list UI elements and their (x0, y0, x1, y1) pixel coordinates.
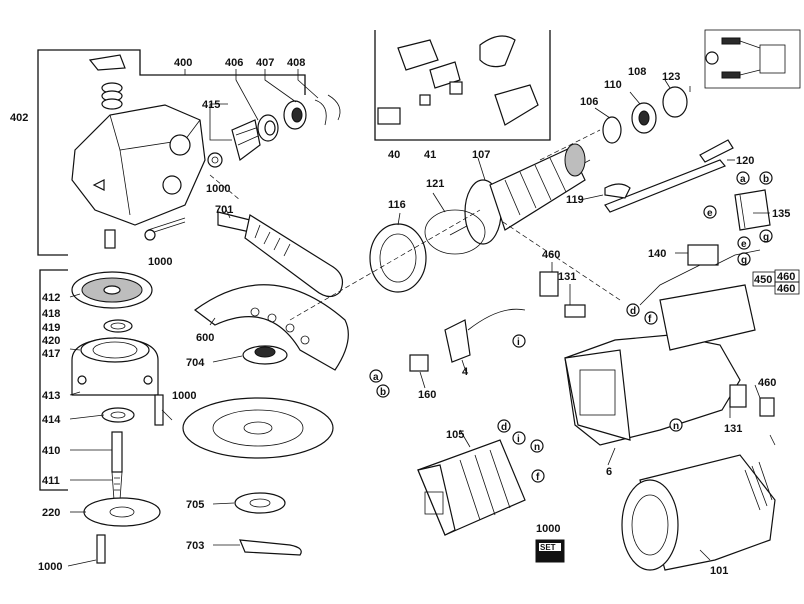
switch-rod (604, 139, 734, 213)
dashed-assembly-axes (209, 129, 621, 321)
label-460-right: 460 (758, 377, 776, 389)
gear-assembly-bracket (39, 269, 68, 491)
label-1000-set: 1000 (536, 523, 560, 535)
service-set-badge: SET (535, 539, 565, 563)
label-412: 412 (42, 292, 60, 304)
label-402: 402 (10, 112, 28, 124)
armature (449, 143, 591, 245)
label-408: 408 (287, 57, 305, 69)
connector-b-cable: b (380, 387, 386, 398)
label-105: 105 (446, 429, 464, 441)
label-406: 406 (225, 57, 243, 69)
armature-bearings (602, 86, 688, 144)
label-417: 417 (42, 348, 60, 360)
power-cable (409, 308, 526, 372)
side-handle (217, 211, 343, 298)
connector-i-cable: i (517, 337, 520, 348)
label-460-box-2: 460 (777, 283, 795, 295)
label-418: 418 (42, 308, 60, 320)
label-108: 108 (628, 66, 646, 78)
label-119: 119 (566, 194, 584, 206)
label-400: 400 (174, 57, 192, 69)
gear-housing-bracket (37, 49, 68, 256)
wheel-guard (193, 284, 349, 371)
label-1000-pinion: 1000 (206, 183, 230, 195)
label-116: 116 (388, 199, 406, 211)
label-420: 420 (42, 335, 60, 347)
label-131-right: 131 (724, 423, 742, 435)
seal-ring-and-baffle (369, 209, 486, 293)
label-131-left: 131 (558, 271, 576, 283)
label-41: 41 (424, 149, 436, 161)
connector-n-stator: n (534, 442, 540, 453)
leader-lines (67, 69, 776, 567)
label-414: 414 (42, 414, 61, 426)
label-135: 135 (772, 208, 790, 220)
terminal-blocks (539, 271, 775, 417)
motor-cover (621, 454, 776, 571)
label-704: 704 (186, 357, 205, 369)
label-106: 106 (580, 96, 598, 108)
label-419: 419 (42, 322, 60, 334)
label-160: 160 (418, 389, 436, 401)
disc-and-spanner (182, 345, 334, 556)
label-40: 40 (388, 149, 400, 161)
label-415: 415 (202, 99, 220, 111)
connector-g-switch: g (763, 232, 769, 243)
label-121: 121 (426, 178, 444, 190)
connector-f-wire: f (648, 314, 652, 325)
wiring-schematic (704, 29, 801, 89)
connector-d-wire: d (630, 306, 636, 317)
connector-a-cable: a (373, 372, 379, 383)
set-label: SET (540, 543, 556, 552)
label-107: 107 (472, 149, 490, 161)
flange-plate (83, 497, 161, 564)
connector-e-switch: e (707, 208, 713, 219)
connector-b-switch: b (763, 174, 769, 185)
label-407: 407 (256, 57, 274, 69)
label-703: 703 (186, 540, 204, 552)
suppressor-capacitor (639, 244, 761, 306)
label-4: 4 (462, 366, 469, 378)
label-6: 6 (606, 466, 612, 478)
connector-i-stator: i (517, 434, 520, 445)
motor-bracket-top (374, 30, 551, 141)
switch-unit (734, 189, 771, 231)
label-450: 450 (754, 274, 772, 286)
label-1000-housing: 1000 (148, 256, 172, 268)
label-600: 600 (196, 332, 214, 344)
label-101: 101 (710, 565, 728, 577)
connector-d-stator: d (501, 422, 507, 433)
label-705: 705 (186, 499, 204, 511)
label-220: 220 (42, 507, 60, 519)
label-123: 123 (662, 71, 680, 83)
connector-e-capacitor: e (741, 239, 747, 250)
label-410: 410 (42, 445, 60, 457)
label-1000-bottom: 1000 (38, 561, 62, 573)
label-110: 110 (604, 79, 622, 91)
pinion-and-bearings (207, 94, 341, 168)
connector-n-housing: n (673, 421, 679, 432)
label-701: 701 (215, 204, 233, 216)
label-411: 411 (42, 475, 60, 487)
connector-letter-markers: a b e g e g d f i a b d i n f n (369, 171, 773, 483)
gear-head-housing (71, 54, 206, 249)
top-400-bracket (68, 49, 306, 95)
connector-f-stator: f (536, 472, 540, 483)
label-413: 413 (42, 390, 60, 402)
label-120: 120 (736, 155, 754, 167)
label-box-450-460: 450 460 460 (752, 269, 800, 295)
connector-a-switch: a (740, 174, 746, 185)
motor-housing (564, 284, 756, 446)
label-140: 140 (648, 248, 666, 260)
label-460-box-1: 460 (777, 271, 795, 283)
label-1000-guard: 1000 (172, 390, 196, 402)
part-labels: 400 402 406 407 408 415 1000 701 1000 41… (10, 57, 790, 577)
stator (417, 439, 526, 536)
spiral-bevel-gear-assembly (71, 271, 164, 501)
brush-holder-cluster (377, 35, 539, 126)
label-460-left: 460 (542, 249, 560, 261)
connector-g-capacitor: g (741, 255, 747, 266)
